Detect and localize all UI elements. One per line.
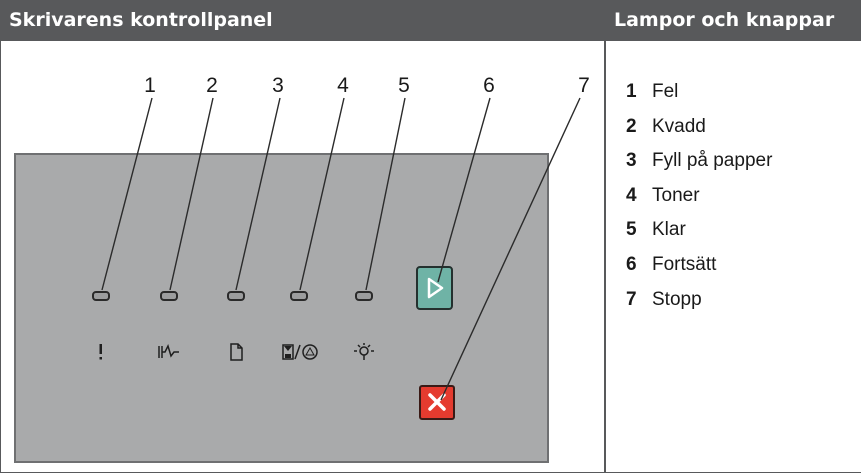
legend-label: Klar bbox=[652, 219, 686, 241]
paper-page-icon bbox=[221, 342, 251, 362]
callout-number-7: 7 bbox=[578, 74, 590, 97]
legend-number: 6 bbox=[626, 253, 637, 275]
error-led bbox=[92, 291, 110, 301]
exclamation-icon bbox=[86, 342, 116, 362]
legend-item: 7 Stopp bbox=[626, 286, 856, 321]
callout-line-7 bbox=[440, 97, 581, 401]
callout-number-5: 5 bbox=[398, 74, 410, 97]
callout-line-4 bbox=[299, 97, 345, 291]
paper-jam-icon bbox=[154, 342, 184, 362]
legend-item: 4 Toner bbox=[626, 182, 856, 217]
callout-line-6 bbox=[437, 97, 491, 283]
callout-line-5 bbox=[365, 97, 406, 291]
legend-number: 7 bbox=[626, 288, 637, 310]
legend-number: 1 bbox=[626, 81, 637, 102]
callout-number-1: 1 bbox=[144, 74, 156, 97]
legend-item: 3 Fyll på papper bbox=[626, 147, 856, 182]
legend-item: 6 Fortsätt bbox=[626, 251, 856, 286]
legend-number: 2 bbox=[626, 115, 637, 137]
callout-lines bbox=[101, 97, 581, 401]
column-header-lights-buttons: Lampor och knappar bbox=[606, 0, 861, 40]
lightbulb-icon bbox=[349, 342, 379, 362]
table-left-rule bbox=[0, 40, 1, 473]
toner-drum-icon bbox=[279, 342, 321, 362]
callout-line-3 bbox=[235, 97, 281, 291]
legend-number: 4 bbox=[626, 184, 637, 206]
legend-label: Stopp bbox=[652, 288, 702, 310]
legend-number: 3 bbox=[626, 150, 637, 172]
column-divider bbox=[604, 0, 606, 473]
legend-number: 5 bbox=[626, 219, 637, 241]
legend-item: 1 Fel bbox=[626, 78, 856, 113]
callout-number-2: 2 bbox=[206, 74, 218, 97]
column-header-panel: Skrivarens kontrollpanel bbox=[0, 0, 604, 40]
legend-item: 5 Klar bbox=[626, 216, 856, 251]
callout-number-3: 3 bbox=[272, 74, 284, 97]
jam-led bbox=[160, 291, 178, 301]
callout-line-1 bbox=[101, 97, 153, 291]
legend-label: Kvadd bbox=[652, 115, 706, 137]
callout-line-2 bbox=[169, 97, 214, 291]
legend-label: Toner bbox=[652, 184, 700, 206]
play-icon bbox=[427, 277, 444, 299]
legend-label: Fortsätt bbox=[652, 253, 717, 275]
lights-buttons-legend: 1 Fel 2 Kvadd 3 Fyll på papper 4 Toner 5 Klar… bbox=[626, 78, 856, 320]
header-rule bbox=[0, 40, 861, 41]
legend-label: Fyll på papper bbox=[652, 150, 773, 172]
callout-number-6: 6 bbox=[483, 74, 495, 97]
toner-led bbox=[290, 291, 308, 301]
callout-number-4: 4 bbox=[337, 74, 349, 97]
ready-led bbox=[355, 291, 373, 301]
legend-item: 2 Kvadd bbox=[626, 113, 856, 148]
stop-button[interactable] bbox=[419, 385, 455, 420]
legend-label: Fel bbox=[652, 81, 679, 102]
load-paper-led bbox=[227, 291, 245, 301]
continue-button[interactable] bbox=[416, 266, 453, 310]
